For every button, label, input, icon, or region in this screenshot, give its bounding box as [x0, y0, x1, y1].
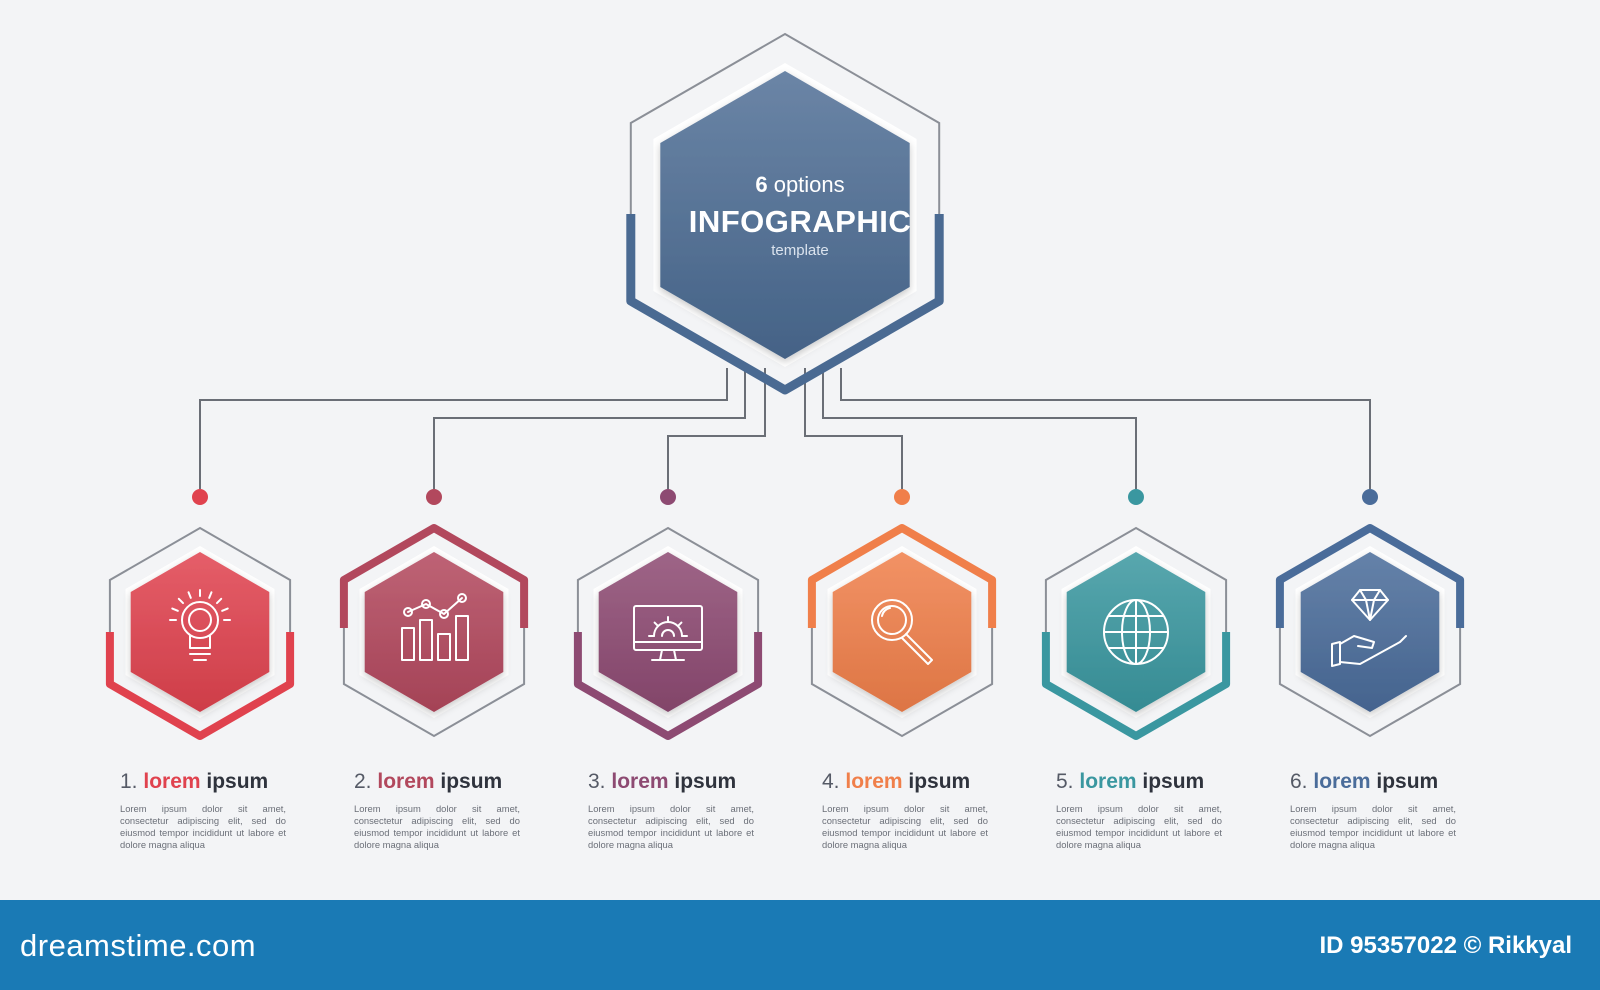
option-accent-word: lorem [845, 770, 903, 793]
option-number: 6. [1290, 770, 1308, 793]
option-accent-word: lorem [1313, 770, 1371, 793]
option-node-4 [807, 524, 997, 738]
diamond-hand-icon [1331, 589, 1407, 667]
option-rest-word: ipsum [1136, 770, 1205, 793]
connector-4 [804, 368, 903, 489]
option-rest-word: ipsum [434, 770, 503, 793]
node-fill-6 [1300, 552, 1440, 712]
option-title-5: 5. lorem ipsum [1056, 770, 1256, 794]
connector-dot-4 [894, 489, 910, 505]
node-accent-5 [1041, 632, 1231, 740]
connector-6 [840, 368, 1371, 489]
node-accent-2 [339, 524, 529, 628]
option-rest-word: ipsum [668, 770, 737, 793]
connector-dot-2 [426, 489, 442, 505]
option-rest-word: ipsum [200, 770, 269, 793]
hub-subtitle: template [771, 242, 829, 259]
option-node-2 [339, 524, 529, 738]
option-title-4: 4. lorem ipsum [822, 770, 1022, 794]
diagram-svg [105, 32, 1465, 740]
node-accent-3 [573, 632, 763, 740]
option-number: 1. [120, 770, 138, 793]
hub-number: 6 [755, 172, 768, 197]
option-node-5 [1041, 526, 1231, 740]
globe-icon [1103, 599, 1169, 665]
connector-dot-5 [1128, 489, 1144, 505]
option-node-3 [573, 526, 763, 740]
connector-dot-3 [660, 489, 676, 505]
option-description-5: Lorem ipsum dolor sit amet, consectetur … [1056, 803, 1222, 850]
option-accent-word: lorem [611, 770, 669, 793]
bar-chart-icon [401, 593, 469, 661]
hub-accent [626, 214, 944, 395]
option-title-3: 3. lorem ipsum [588, 770, 788, 794]
footer-brand: dreamstime.com [20, 928, 257, 963]
hub-fill [660, 71, 910, 359]
node-fill-3 [598, 552, 738, 712]
option-description-2: Lorem ipsum dolor sit amet, consectetur … [354, 803, 520, 850]
connector-dot-6 [1362, 489, 1378, 505]
node-accent-1 [105, 632, 295, 740]
option-number: 2. [354, 770, 372, 793]
monitor-gear-icon [633, 605, 703, 661]
connector-lines [192, 368, 1378, 505]
node-accent-4 [807, 524, 997, 628]
connector-1 [199, 368, 728, 489]
footer-bar: dreamstime.com ID 95357022 © Rikkyal [0, 900, 1600, 990]
hub-hexagon [626, 32, 944, 395]
node-fill-4 [832, 552, 972, 712]
connector-2 [433, 368, 746, 489]
option-accent-word: lorem [143, 770, 201, 793]
footer-credit: ID 95357022 © Rikkyal [1319, 932, 1572, 959]
connector-dot-1 [192, 489, 208, 505]
option-title-1: 1. lorem ipsum [120, 770, 320, 794]
option-number: 4. [822, 770, 840, 793]
hub-kicker: 6 options [640, 172, 960, 198]
node-fill-2 [364, 552, 504, 712]
option-description-1: Lorem ipsum dolor sit amet, consectetur … [120, 803, 286, 850]
node-accent-6 [1275, 524, 1465, 628]
option-accent-word: lorem [377, 770, 435, 793]
option-accent-word: lorem [1079, 770, 1137, 793]
option-rest-word: ipsum [1370, 770, 1439, 793]
lightbulb-icon [169, 589, 231, 661]
option-rest-word: ipsum [902, 770, 971, 793]
connector-5 [822, 368, 1137, 489]
option-number: 5. [1056, 770, 1074, 793]
connector-3 [667, 368, 766, 489]
option-title-6: 6. lorem ipsum [1290, 770, 1490, 794]
option-description-3: Lorem ipsum dolor sit amet, consectetur … [588, 803, 754, 850]
option-node-1 [105, 526, 295, 740]
infographic-canvas: 6 options INFOGRAPHIC template 1. lorem … [105, 32, 1490, 850]
hub-title: INFOGRAPHIC [688, 204, 912, 239]
option-description-4: Lorem ipsum dolor sit amet, consectetur … [822, 803, 988, 850]
hub-kicker-text: options [767, 172, 845, 197]
option-nodes [105, 524, 1465, 740]
option-description-6: Lorem ipsum dolor sit amet, consectetur … [1290, 803, 1456, 850]
option-node-6 [1275, 524, 1465, 738]
magnifier-icon [871, 599, 933, 665]
option-number: 3. [588, 770, 606, 793]
option-title-2: 2. lorem ipsum [354, 770, 554, 794]
